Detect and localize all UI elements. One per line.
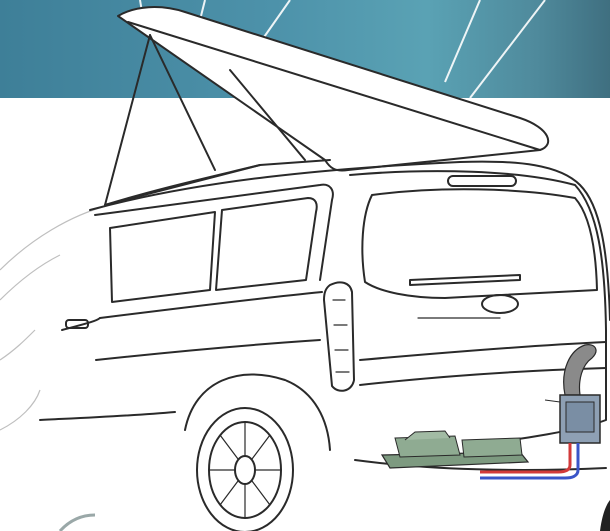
side-window-front (110, 212, 215, 302)
heater-system (382, 345, 600, 478)
ghost-front-outline (0, 205, 110, 430)
side-window-rear (216, 198, 317, 290)
bottom-left-ghost (60, 515, 95, 531)
rear-badge (482, 295, 518, 313)
brake-light (448, 176, 516, 186)
exhaust-pipe (564, 345, 596, 395)
rear-bumper (360, 342, 606, 360)
bottom-right-shadow (600, 500, 610, 531)
pop-top-roof (118, 7, 548, 170)
van-body (40, 7, 610, 531)
rear-wiper (410, 275, 520, 285)
tail-light (324, 282, 354, 390)
